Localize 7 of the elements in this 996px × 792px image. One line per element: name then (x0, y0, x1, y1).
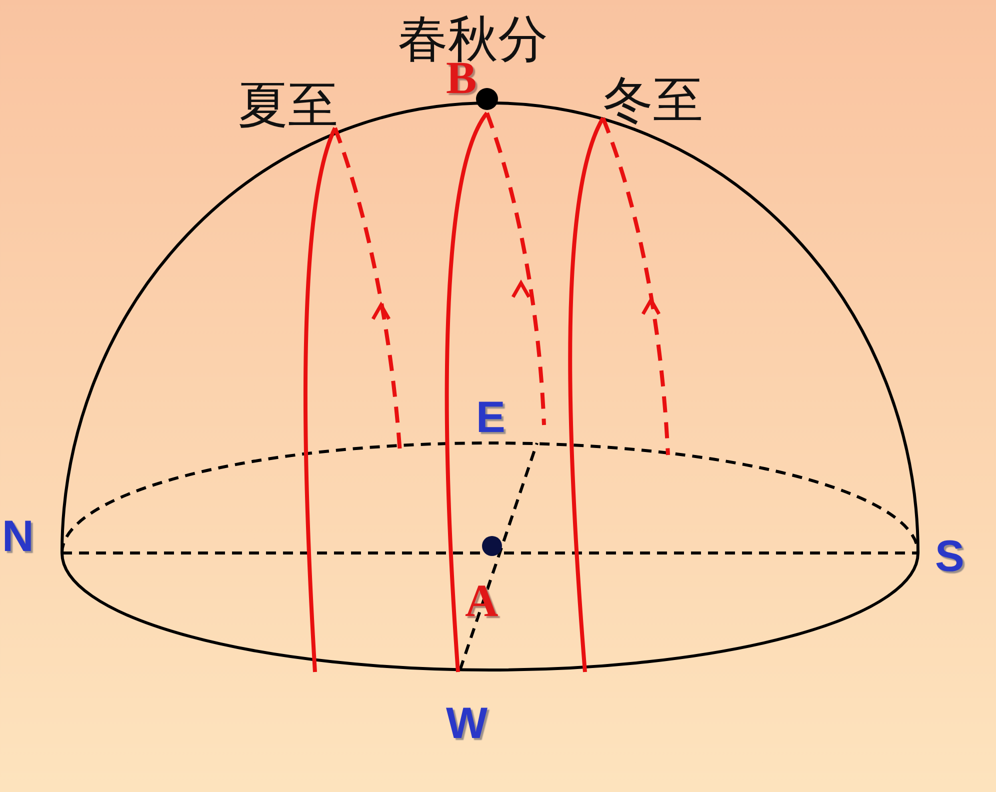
season-label: 冬至 (603, 75, 703, 125)
direction-label: S (935, 535, 964, 579)
season-label: 夏至 (238, 80, 338, 130)
direction-label: W (446, 702, 488, 746)
direction-label: E (476, 396, 506, 440)
point-label: A (465, 578, 498, 624)
direction-label: N (2, 515, 34, 559)
